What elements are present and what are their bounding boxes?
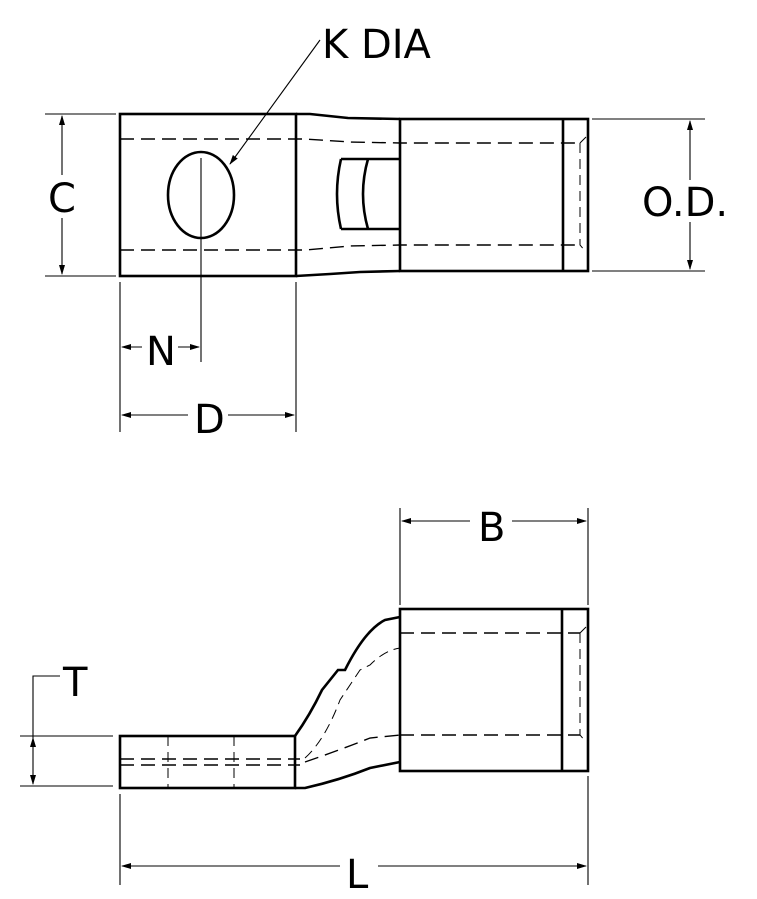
side-neck-inner-hidden bbox=[304, 647, 401, 759]
side-view: B T L bbox=[20, 505, 590, 898]
inspection-window bbox=[335, 157, 400, 231]
k-dia-label: K DIA bbox=[322, 22, 432, 68]
od-label: O.D. bbox=[642, 180, 728, 226]
c-label: C bbox=[48, 176, 76, 222]
side-neck-inner-hidden-low bbox=[304, 734, 401, 763]
t-label: T bbox=[62, 660, 88, 706]
side-bore-end-hidden bbox=[579, 626, 587, 743]
bore-hidden-lines bbox=[120, 138, 580, 251]
taper-outline bbox=[295, 112, 401, 278]
k-dia-leader bbox=[229, 39, 321, 165]
side-tongue-hole-hidden bbox=[167, 736, 235, 788]
side-neck-top bbox=[293, 615, 401, 737]
d-label: D bbox=[194, 397, 225, 443]
n-label: N bbox=[146, 329, 176, 375]
b-label: B bbox=[478, 505, 505, 551]
bore-end-hidden bbox=[579, 136, 587, 253]
tongue-outline bbox=[118, 112, 298, 278]
l-extension-lines bbox=[119, 776, 589, 885]
side-bore-hidden bbox=[400, 632, 580, 736]
t-leader bbox=[32, 675, 60, 738]
side-neck-bottom bbox=[295, 760, 401, 790]
b-extension-lines bbox=[399, 508, 589, 605]
top-view: K DIA C O.D. N D bbox=[45, 22, 728, 443]
t-extension-lines bbox=[20, 735, 113, 787]
c-extension-lines bbox=[45, 113, 116, 277]
l-label: L bbox=[346, 852, 369, 898]
side-barrel bbox=[398, 607, 590, 773]
side-tongue bbox=[118, 734, 297, 790]
od-extension-lines bbox=[592, 118, 705, 272]
side-tongue-center-hidden bbox=[120, 758, 300, 766]
barrel-outline bbox=[398, 117, 590, 273]
